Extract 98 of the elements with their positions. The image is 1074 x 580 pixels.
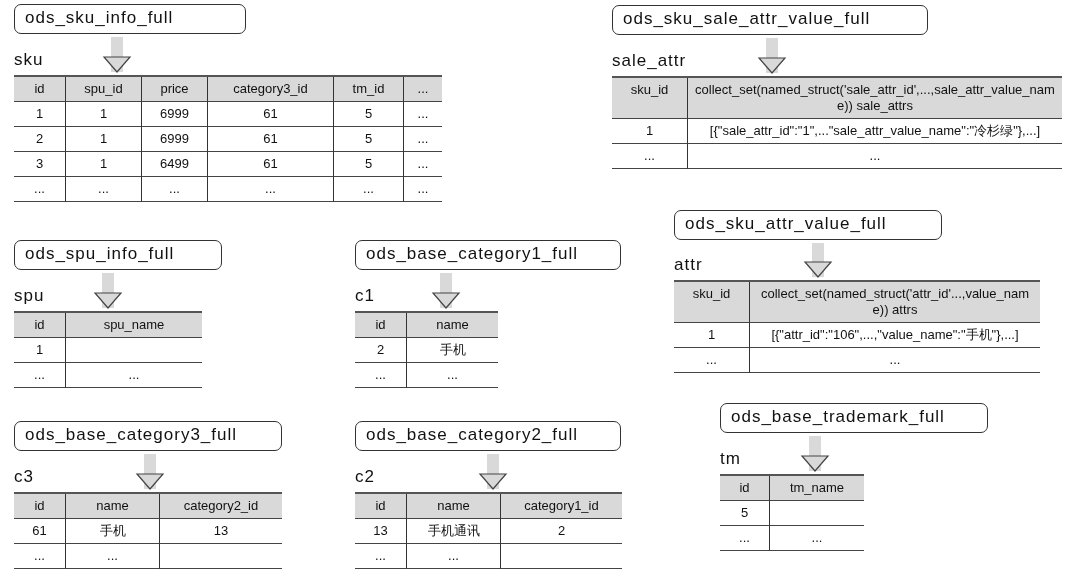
column-header: ... — [404, 77, 442, 102]
table-cell: ... — [14, 544, 66, 569]
table-cell: ... — [66, 177, 142, 202]
column-header: name — [407, 313, 498, 338]
table-cell: ... — [66, 363, 202, 388]
table-cell: [{"sale_attr_id":"1",..."sale_attr_value_name":"冷杉绿"},...] — [688, 119, 1062, 144]
block-arrow — [479, 454, 507, 490]
source-table-box: ods_sku_info_full — [14, 4, 246, 34]
table-cell: ... — [66, 544, 160, 569]
table-cell: ... — [407, 544, 501, 569]
table-cell: ... — [208, 177, 334, 202]
column-header: category3_id — [208, 77, 334, 102]
table-cell: ... — [404, 177, 442, 202]
table-cell: ... — [355, 363, 407, 388]
source-table-box: ods_sku_sale_attr_value_full — [612, 5, 928, 35]
table-cell: 61 — [208, 102, 334, 127]
table-cell: ... — [720, 526, 770, 551]
table-cell: 61 — [208, 152, 334, 177]
table-cell: ... — [674, 348, 750, 373]
table-cell: ... — [355, 544, 407, 569]
table-cell: 2 — [14, 127, 66, 152]
table-cell: ... — [142, 177, 208, 202]
table-cell: ... — [612, 144, 688, 169]
column-header: id — [14, 77, 66, 102]
table-cell: ... — [404, 102, 442, 127]
column-header: id — [355, 494, 407, 519]
column-header: name — [407, 494, 501, 519]
column-header: category2_id — [160, 494, 282, 519]
source-table-box: ods_base_category3_full — [14, 421, 282, 451]
column-header: id — [720, 476, 770, 501]
column-header: id — [14, 313, 66, 338]
table-cell: 1 — [674, 323, 750, 348]
table-cell: 61 — [208, 127, 334, 152]
table-caption: c2 — [355, 467, 375, 487]
table-cell: 5 — [334, 127, 404, 152]
source-table-box: ods_spu_info_full — [14, 240, 222, 270]
column-header: tm_name — [770, 476, 864, 501]
table-cell: 手机通讯 — [407, 519, 501, 544]
table-cell: 2 — [501, 519, 622, 544]
table-cell: 1 — [66, 127, 142, 152]
source-table-box: ods_base_category2_full — [355, 421, 621, 451]
table-cell: 1 — [612, 119, 688, 144]
table-cell: ... — [14, 363, 66, 388]
table-cell: ... — [407, 363, 498, 388]
column-header: name — [66, 494, 160, 519]
table-cell: ... — [334, 177, 404, 202]
table-cell: [{"attr_id":"106",...,"value_name":"手机"},...] — [750, 323, 1040, 348]
table-cell: 5 — [720, 501, 770, 526]
table-cell: 1 — [14, 338, 66, 363]
block-arrow — [94, 273, 122, 309]
table-caption: attr — [674, 255, 703, 275]
table-cell: ... — [750, 348, 1040, 373]
column-header: sku_id — [612, 78, 688, 119]
column-header: collect_set(named_struct('sale_attr_id',...,sale_attr_value_name)) sale_attrs — [688, 78, 1062, 119]
source-table-box: ods_sku_attr_value_full — [674, 210, 942, 240]
table-cell: 6999 — [142, 127, 208, 152]
table-cell: 2 — [355, 338, 407, 363]
block-arrow — [432, 273, 460, 309]
column-header: sku_id — [674, 282, 750, 323]
table-caption: sale_attr — [612, 51, 687, 71]
table-cell: 6499 — [142, 152, 208, 177]
block-arrow — [103, 37, 131, 73]
source-table-box: ods_base_category1_full — [355, 240, 621, 270]
table-cell: 13 — [355, 519, 407, 544]
table-cell: 1 — [66, 102, 142, 127]
table-cell: ... — [688, 144, 1062, 169]
table-cell: 61 — [14, 519, 66, 544]
block-arrow — [136, 454, 164, 490]
table-cell: ... — [14, 177, 66, 202]
table-caption: sku — [14, 50, 44, 70]
column-header: id — [14, 494, 66, 519]
table-cell: 1 — [66, 152, 142, 177]
table-cell: 1 — [14, 102, 66, 127]
column-header: collect_set(named_struct('attr_id'...,value_name)) attrs — [750, 282, 1040, 323]
table-cell: 手机 — [66, 519, 160, 544]
column-header: spu_id — [66, 77, 142, 102]
block-arrow — [758, 38, 786, 74]
column-header: id — [355, 313, 407, 338]
table-caption: spu — [14, 286, 45, 306]
block-arrow — [804, 243, 832, 278]
table-cell: ... — [404, 152, 442, 177]
table-cell: ... — [770, 526, 864, 551]
table-cell: 13 — [160, 519, 282, 544]
column-header: price — [142, 77, 208, 102]
column-header: tm_id — [334, 77, 404, 102]
column-header: category1_id — [501, 494, 622, 519]
table-caption: c1 — [355, 286, 375, 306]
column-header: spu_name — [66, 313, 202, 338]
table-cell: 5 — [334, 102, 404, 127]
table-caption: tm — [720, 449, 741, 469]
table-cell: 5 — [334, 152, 404, 177]
block-arrow — [801, 436, 829, 472]
table-cell: 3 — [14, 152, 66, 177]
table-cell: 6999 — [142, 102, 208, 127]
source-table-box: ods_base_trademark_full — [720, 403, 988, 433]
table-cell: 手机 — [407, 338, 498, 363]
table-cell: ... — [404, 127, 442, 152]
table-caption: c3 — [14, 467, 34, 487]
